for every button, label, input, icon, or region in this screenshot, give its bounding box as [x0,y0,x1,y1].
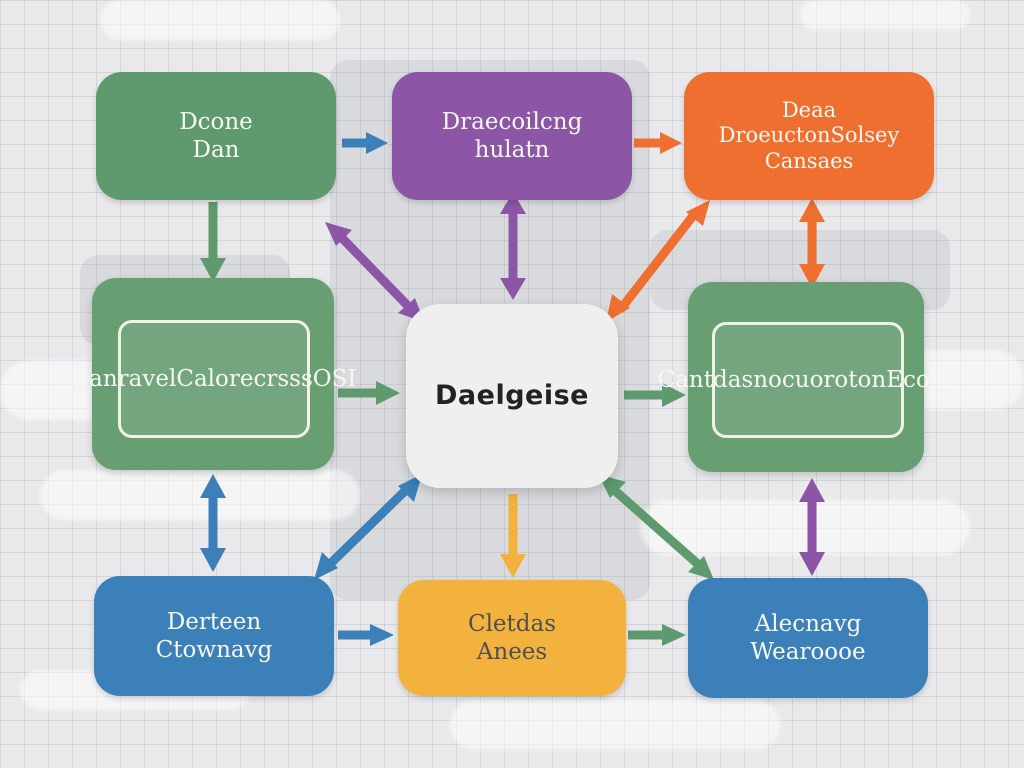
node-label-line: Daelgeise [435,379,589,411]
arrow-top-left-to-top-middle [342,132,388,154]
node-label-line: Dcone [179,108,253,135]
node-label-line: Econo [886,367,959,393]
node-label-line: DroeuctonSolsey [718,123,900,148]
background-smear [640,500,970,555]
node-label-line: hulatn [474,137,550,163]
arrow-center-bottom-left-diagonal [314,474,422,580]
arrow-top-left-to-middle-left [200,202,226,282]
background-smear [450,700,780,750]
arrow-center-to-bottom-middle [500,494,526,578]
arrow-top-middle-to-top-right [634,132,682,154]
node-label-line: Wearoooe [750,639,866,665]
node-label-line: nocuoroton [753,367,887,393]
background-smear [40,470,360,520]
arrow-center-to-middle-right [624,383,686,407]
node-center[interactable]: Daelgeise [406,304,618,488]
node-label-line: Draecoilcng [441,108,583,135]
node-middle-right[interactable]: CantdasnocuorotonEcono [658,322,958,438]
node-label-line: Alecnavg [754,610,862,637]
node-label-line: Cantdas [657,367,754,393]
arrow-middle-right-bottom-right [799,478,825,576]
background-smear [100,0,340,40]
node-label-line: Cletdas [467,610,557,637]
node-label-line: OSI [312,366,357,392]
node-label-line: Deaa [781,97,837,122]
node-label-line: Canravel [71,366,177,392]
arrow-top-middle-center [500,192,526,300]
arrow-bottom-left-to-bottom-middle [338,624,394,646]
node-middle-left[interactable]: CanravelCalorecrsssOSI [72,320,356,438]
arrow-middle-left-to-center [338,381,400,405]
node-label-line: Derteen [166,608,262,635]
node-label-line: Anees [476,639,548,665]
node-label-line: Ctownavg [155,637,273,663]
arrow-middle-left-bottom-left [200,474,226,572]
arrow-top-right-center-diagonal [606,200,710,322]
background-smear [800,0,970,30]
arrow-top-left-center-diagonal [325,222,424,322]
arrow-center-bottom-right-diagonal [598,474,714,580]
node-label-line: Dan [192,137,240,163]
arrow-bottom-middle-to-bottom-right [628,624,686,646]
node-label-line: Calorecrsss [176,366,313,392]
node-label-line: Cansaes [764,148,854,173]
arrow-top-right-middle-right [799,198,825,288]
